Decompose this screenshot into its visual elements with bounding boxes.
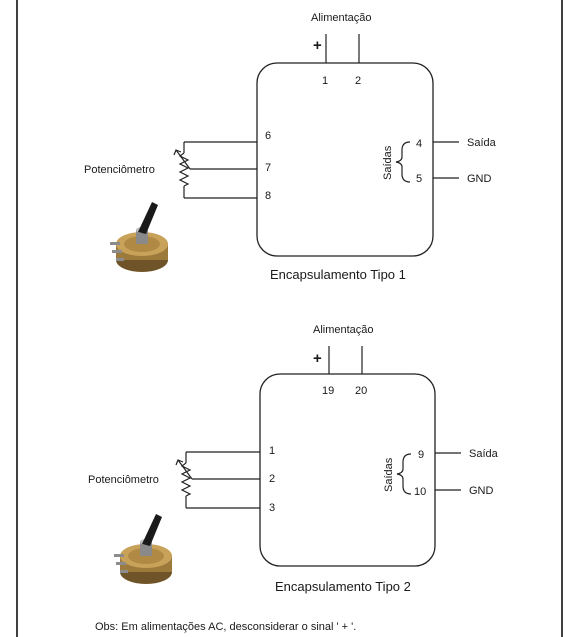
output-name: Saída [467,137,497,149]
wiper-arrow [175,149,191,170]
pin-number: 2 [269,473,275,485]
outputs-label: Saídas [383,457,395,492]
power-label: Alimentação [311,12,372,24]
output-name: Saída [469,448,499,460]
pin-number: 20 [355,385,367,397]
pin-number: 9 [418,449,424,461]
pin-number: 1 [269,445,275,457]
potentiometer-image [114,514,172,584]
potentiometer-label: Potenciômetro [84,164,155,176]
package-type-1: Alimentação + 1 2 6 7 8 Potenciômetro Sa… [84,12,497,282]
pin-number: 4 [416,138,422,150]
potentiometer-label: Potenciômetro [88,474,159,486]
power-label: Alimentação [313,324,374,336]
plus-sign: + [313,350,322,367]
pin-number: 1 [322,75,328,87]
package-body [259,373,436,567]
package-title: Encapsulamento Tipo 1 [270,267,406,282]
pin-number: 6 [265,130,271,142]
outputs-brace [395,141,411,183]
footnote: Obs: Em alimentações AC, desconsiderar o… [95,621,356,633]
pin-number: 8 [265,190,271,202]
pin-number: 19 [322,385,334,397]
outputs-label: Saídas [382,145,394,180]
potentiometer-image [110,202,168,272]
pin-number: 2 [355,75,361,87]
wiper-arrowhead [175,459,184,466]
resistor-zigzag [178,152,190,187]
pin-number: 7 [265,162,271,174]
wiper-arrow [177,459,193,480]
resistor-zigzag [180,462,192,497]
pin-number: 10 [414,486,426,498]
outputs-brace [396,453,412,495]
wiper-arrowhead [173,149,182,156]
package-title: Encapsulamento Tipo 2 [275,579,411,594]
output-name: GND [469,485,494,497]
package-type-2: Alimentação + 19 20 1 2 3 Potenciômetro … [88,324,499,594]
plus-sign: + [313,37,322,54]
output-name: GND [467,173,492,185]
pin-number: 3 [269,502,275,514]
package-body [256,62,434,257]
pin-number: 5 [416,173,422,185]
